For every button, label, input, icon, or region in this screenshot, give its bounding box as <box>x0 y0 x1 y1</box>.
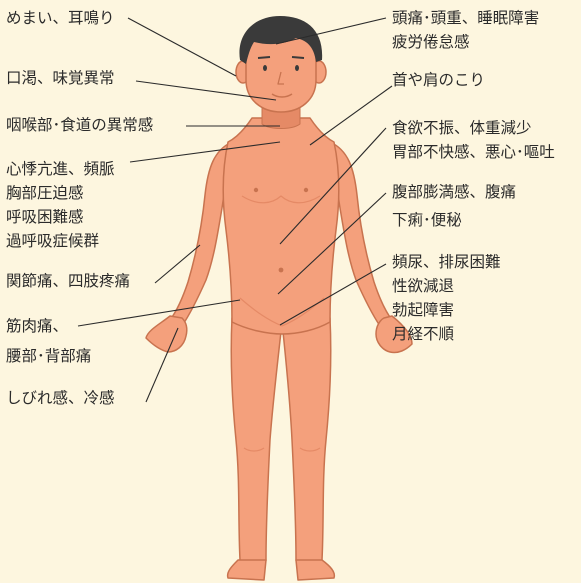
left-arm <box>170 142 232 326</box>
label-abdomen-1: 腹部膨満感、腹痛 <box>392 180 516 204</box>
left-eye <box>263 65 267 71</box>
label-vertigo: めまい、耳鳴り <box>6 6 115 30</box>
left-leg <box>231 318 282 578</box>
label-urinary-2: 性欲減退 <box>392 274 454 298</box>
label-palpitation-2: 胸部圧迫感 <box>6 181 84 205</box>
leader-line-neck <box>310 86 392 145</box>
label-urinary-4: 月経不順 <box>392 322 454 346</box>
label-palpitation-1: 心悸亢進、頻脈 <box>6 157 115 181</box>
label-neck: 首や肩のこり <box>392 68 485 92</box>
left-hand <box>146 316 187 352</box>
label-urinary-3: 勃起障害 <box>392 298 454 322</box>
label-urinary-1: 頻尿、排尿困難 <box>392 250 501 274</box>
navel <box>279 268 284 273</box>
right-nipple <box>304 188 308 192</box>
label-dry-mouth: 口渇、味覚異常 <box>6 66 115 90</box>
left-foot <box>228 560 266 580</box>
label-headache-1: 頭痛･頭重、睡眠障害 <box>392 6 539 30</box>
label-headache-2: 疲労倦怠感 <box>392 30 470 54</box>
label-abdomen-2: 下痢･便秘 <box>392 208 462 232</box>
left-brow <box>258 57 270 58</box>
right-foot <box>296 560 334 580</box>
left-nipple <box>254 188 258 192</box>
label-appetite-2: 胃部不快感、悪心･嘔吐 <box>392 140 555 164</box>
leader-line-muscle <box>78 300 240 326</box>
leader-line-vertigo <box>128 18 236 76</box>
label-numbness: しびれ感、冷感 <box>6 386 115 410</box>
label-palpitation-4: 過呼吸症候群 <box>6 229 99 253</box>
right-arm <box>330 142 392 326</box>
label-muscle-2: 腰部･背部痛 <box>6 344 91 368</box>
right-brow <box>292 57 304 58</box>
label-throat: 咽喉部･食道の異常感 <box>6 113 153 137</box>
right-eye <box>295 65 299 71</box>
label-muscle-1: 筋肉痛、 <box>6 314 68 338</box>
right-leg <box>282 318 331 578</box>
label-appetite-1: 食欲不振、体重減少 <box>392 116 532 140</box>
label-joint-pain: 関節痛、四肢疼痛 <box>6 269 130 293</box>
label-palpitation-3: 呼吸困難感 <box>6 205 84 229</box>
